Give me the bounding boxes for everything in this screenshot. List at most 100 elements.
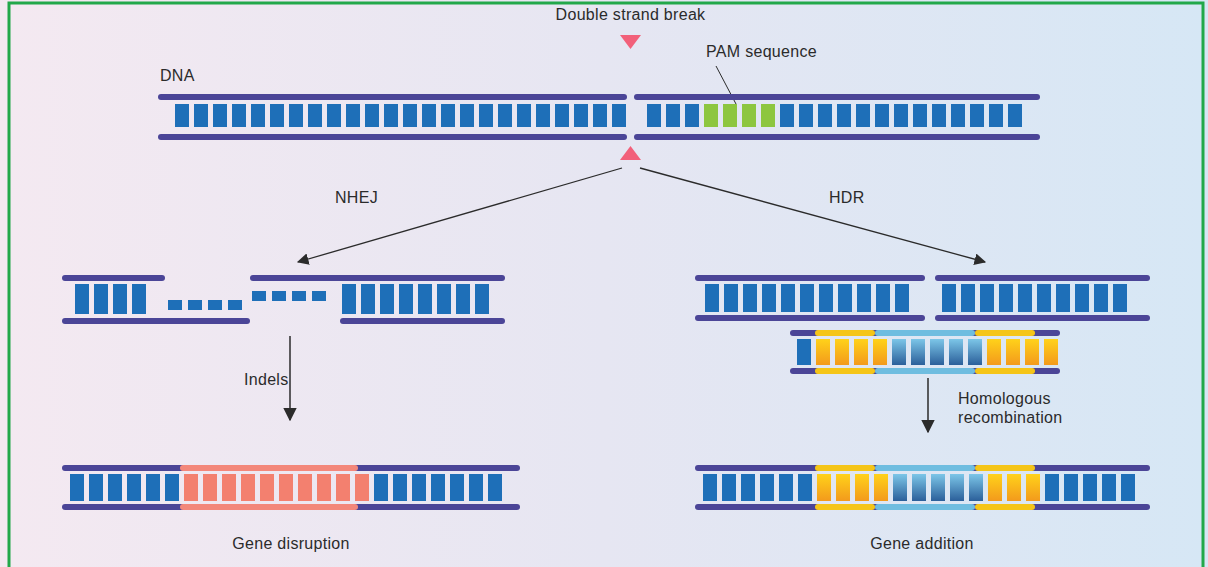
base-pair [222,474,236,501]
base-pair [260,474,274,501]
base-pair [873,339,887,365]
backbone [695,465,1150,471]
base-pair [762,284,776,312]
dna-label: DNA [160,66,195,85]
base-pair [741,474,755,501]
base-pair [498,104,512,127]
base-pair [342,284,356,314]
base-pair [875,104,889,127]
base-pair [874,474,888,501]
pathway-label: HDR [829,188,865,207]
base-pair [292,291,306,301]
base-pair [418,284,432,314]
base-pair [854,339,868,365]
base-pair [911,339,925,365]
backbone [180,504,358,510]
backbone [250,275,505,281]
base-pair [517,104,531,127]
base-pair [988,474,1002,501]
backbone [875,330,975,336]
base-pair [931,474,945,501]
result-label: Gene disruption [232,534,349,553]
base-pair [279,474,293,501]
base-pair [555,104,569,127]
base-pair [1006,339,1020,365]
base-pair [1045,474,1059,501]
base-pair [312,291,326,301]
base-pair [876,284,890,312]
base-pair [393,474,407,501]
base-pair [685,104,699,127]
process-label: Indels [244,370,289,389]
base-pair [127,474,141,501]
base-pair [837,104,851,127]
backbone [875,504,975,510]
base-pair [855,474,869,501]
base-pair [932,104,946,127]
backbone [815,368,875,374]
base-pair [818,104,832,127]
base-pair [743,284,757,312]
base-pair [412,474,426,501]
base-pair [469,474,483,501]
backbone [695,275,925,281]
base-pair [270,104,284,127]
base-pair [1083,474,1097,501]
base-pair [361,284,375,314]
base-pair [1037,284,1051,312]
base-pair [1094,284,1108,312]
base-pair [228,300,242,310]
base-pair [893,474,907,501]
base-pair [705,284,719,312]
break-marker [620,146,641,160]
base-pair [666,104,680,127]
base-pair [1025,339,1039,365]
backbone [815,330,875,336]
base-pair [968,339,982,365]
base-pair [252,291,266,301]
base-pair [194,104,208,127]
base-pair [188,300,202,310]
backbone [875,368,975,374]
backbone [875,465,975,471]
base-pair [836,474,850,501]
base-pair [1026,474,1040,501]
base-pair [317,474,331,501]
base-pair [722,474,736,501]
backbone [62,465,520,471]
base-pair [892,339,906,365]
base-pair [780,104,794,127]
pathway-label: NHEJ [335,188,378,207]
base-pair [384,104,398,127]
base-pair [327,104,341,127]
backbone [935,275,1150,281]
base-pair [380,284,394,314]
backbone [62,504,520,510]
base-pair [184,474,198,501]
base-pair [422,104,436,127]
base-pair [374,474,388,501]
base-pair [930,339,944,365]
backbone [815,465,875,471]
base-pair [1121,474,1135,501]
base-pair [799,104,813,127]
base-pair [1044,339,1058,365]
base-pair [856,104,870,127]
base-pair [168,300,182,310]
base-pair [949,339,963,365]
nhej-arrow [298,168,622,262]
base-pair [612,104,626,127]
base-pair [355,474,369,501]
base-pair [819,284,833,312]
base-pair [1075,284,1089,312]
frame-border [9,3,1203,567]
recombination-arrow [927,378,929,432]
base-pair [475,284,489,314]
base-pair [961,284,975,312]
base-pair [241,474,255,501]
base-pair [113,284,127,314]
base-pair [723,104,737,127]
base-pair [895,284,909,312]
base-pair [70,474,84,501]
backbone [158,94,627,100]
